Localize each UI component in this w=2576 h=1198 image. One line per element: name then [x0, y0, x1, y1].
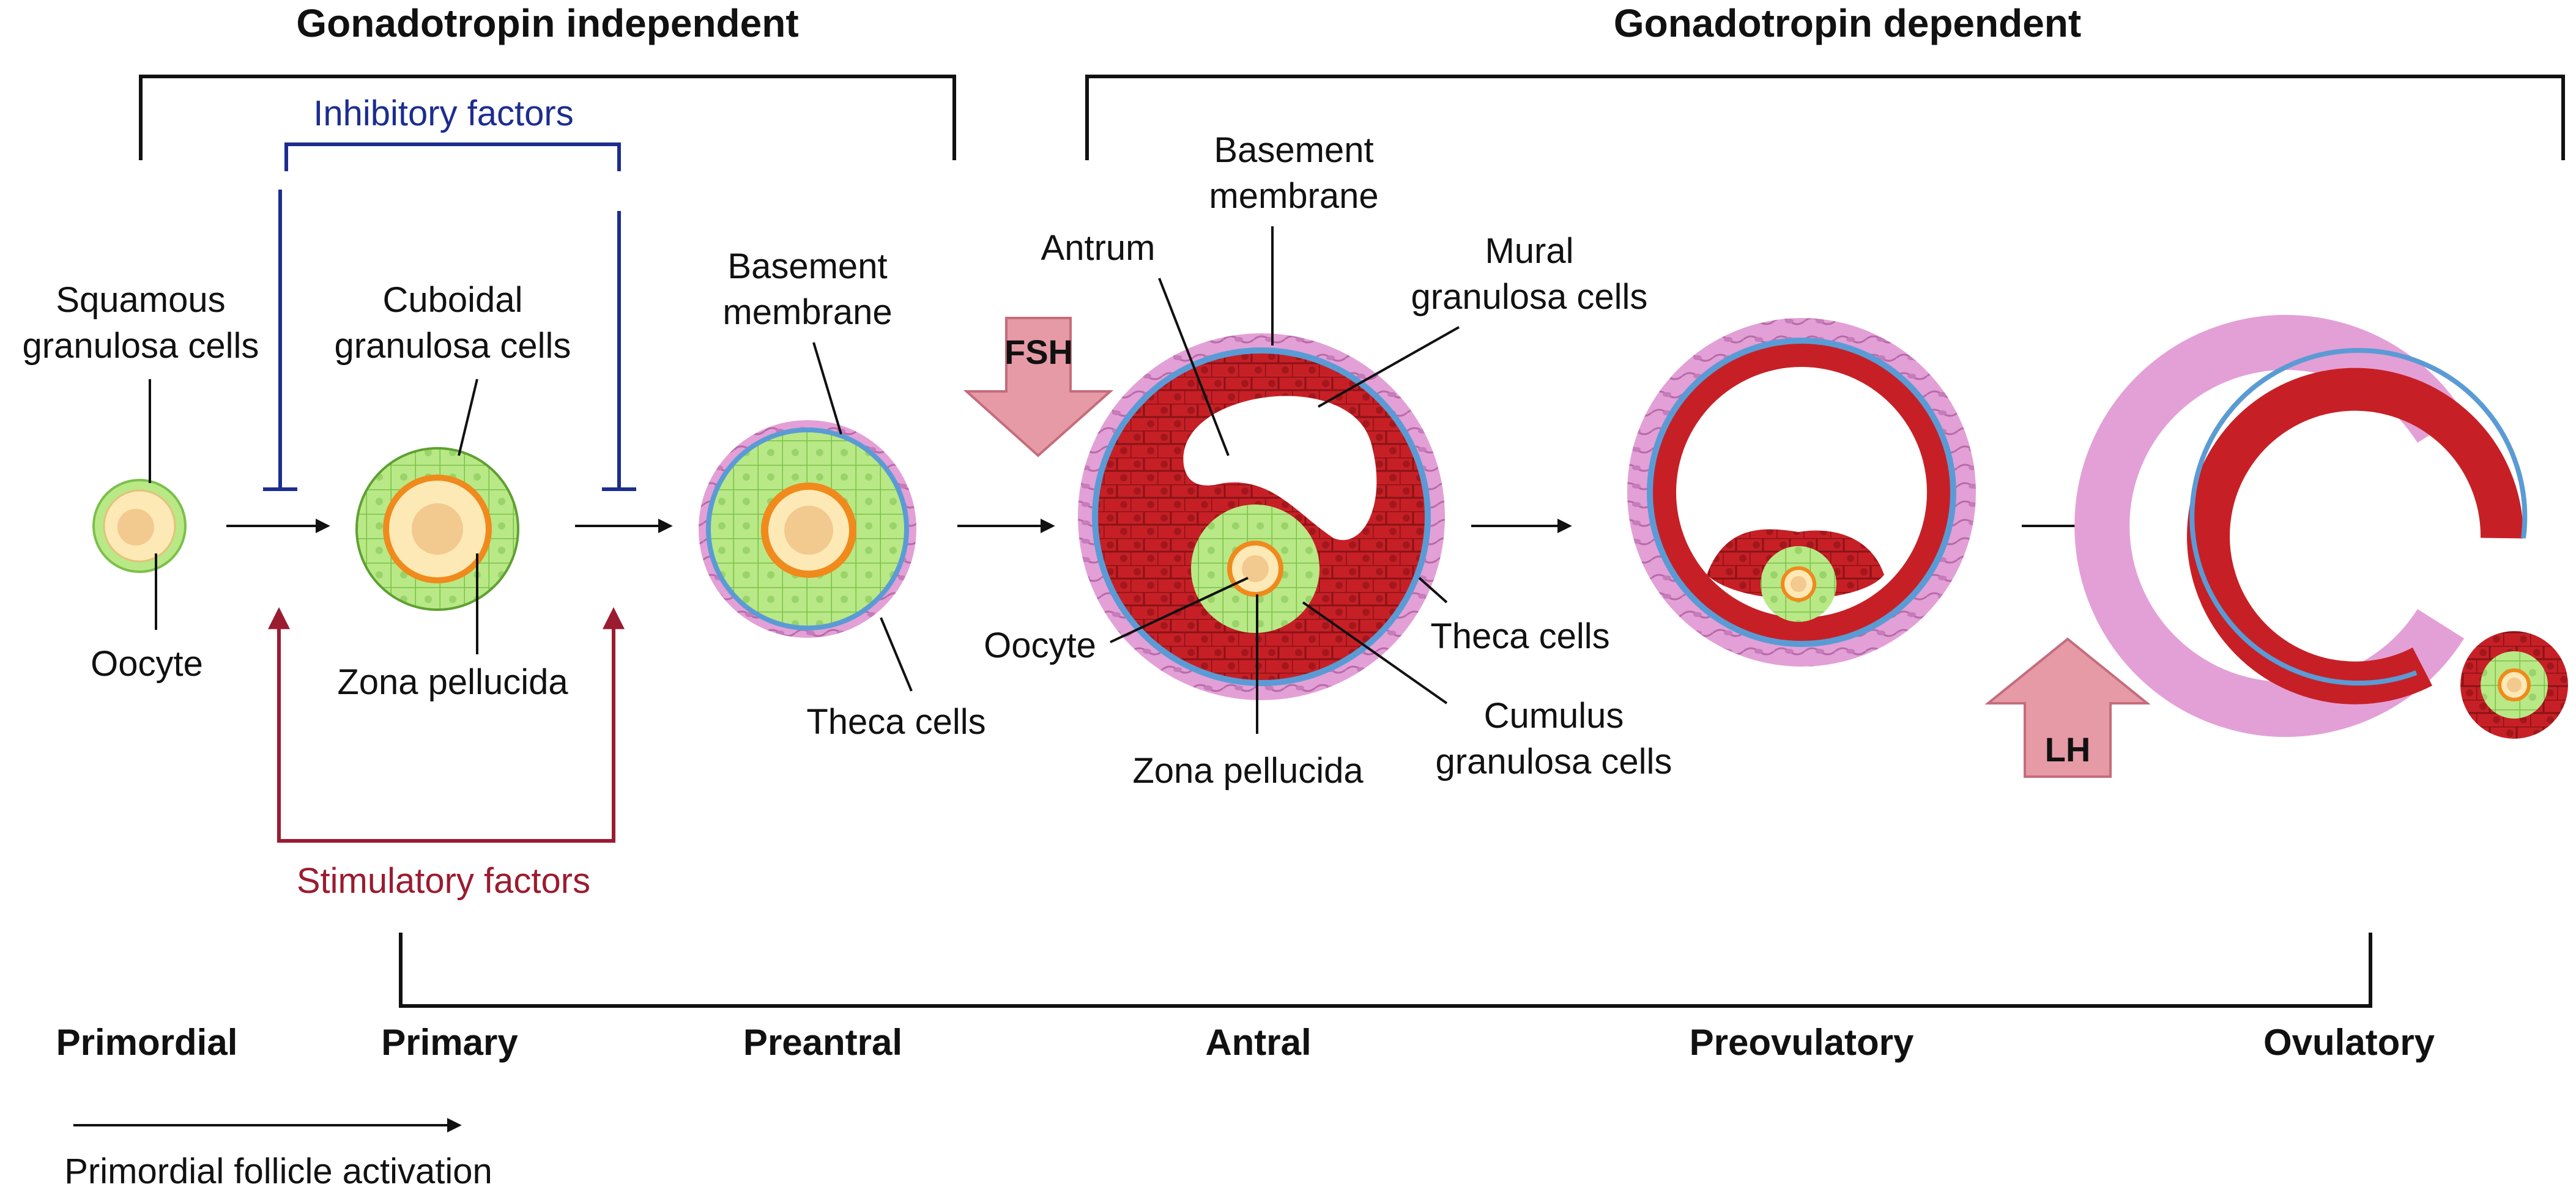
label-basement-preantral-2: membrane: [722, 292, 892, 332]
leader-cuboidal: [458, 379, 478, 456]
leader-basement-preantral: [812, 342, 842, 435]
bracket-bottom: [399, 933, 2372, 1008]
leader-cumulus: [1302, 601, 1448, 704]
antrum-cavity: [1183, 396, 1377, 541]
label-basement-preantral-1: Basement: [727, 246, 887, 286]
antral-follicle: [1078, 333, 1445, 700]
label-oocyte-antral: Oocyte: [984, 626, 1096, 665]
label-squamous-1: Squamous: [56, 280, 225, 320]
ovulatory-basement-membrane: [2189, 348, 2528, 686]
activation-label: Primordial follicle activation: [64, 1152, 492, 1191]
fsh-label: FSH: [1004, 333, 1073, 371]
label-basement-antral-1: Basement: [1214, 130, 1373, 170]
label-squamous-2: granulosa cells: [23, 326, 259, 366]
header-gonadotropin-independent: Gonadotropin independent: [296, 1, 798, 45]
label-oocyte-primordial: Oocyte: [91, 644, 203, 684]
primordial-follicle: [92, 479, 187, 573]
stage-label-preovulatory: Preovulatory: [1690, 1022, 1914, 1063]
label-mural-1: Mural: [1485, 231, 1573, 271]
label-antrum: Antrum: [1041, 228, 1156, 268]
stimulatory-bracket: [277, 813, 615, 843]
leader-theca-preantral: [880, 617, 913, 692]
label-mural-2: granulosa cells: [1411, 277, 1648, 317]
preantral-follicle: [699, 420, 916, 638]
ovulatory-follicle: [2074, 315, 2568, 739]
inhibitory-factors-label: Inhibitory factors: [313, 94, 574, 133]
primary-follicle: [355, 447, 519, 611]
inhibitory-line-right: [602, 211, 636, 491]
label-theca-antral: Theca cells: [1430, 616, 1609, 656]
preovulatory-follicle: [1627, 318, 1976, 667]
label-zona-antral: Zona pellucida: [1132, 751, 1364, 791]
fsh-arrow: FSH: [963, 317, 1114, 457]
lh-arrow: LH: [1984, 637, 2151, 778]
leader-mural: [1318, 326, 1460, 408]
bracket-dependent: [1085, 75, 2565, 160]
label-cuboidal-2: granulosa cells: [335, 326, 571, 366]
stage-label-antral: Antral: [1205, 1022, 1311, 1063]
label-cumulus-2: granulosa cells: [1436, 742, 1672, 782]
label-basement-antral-2: membrane: [1209, 176, 1378, 216]
label-zona-primary: Zona pellucida: [337, 662, 568, 702]
bracket-independent: [139, 75, 956, 160]
label-theca-preantral: Theca cells: [806, 702, 985, 742]
stage-label-primordial: Primordial: [56, 1022, 238, 1063]
leader-antrum: [1158, 278, 1230, 456]
leader-oocyte-antral: [1110, 577, 1249, 643]
stimulatory-factors-label: Stimulatory factors: [297, 861, 590, 901]
header-gonadotropin-dependent: Gonadotropin dependent: [1614, 1, 2081, 45]
leader-theca-antral: [1418, 577, 1448, 604]
lh-label: LH: [2045, 730, 2091, 769]
label-cuboidal-1: Cuboidal: [383, 280, 523, 320]
inhibitory-line-left: [263, 190, 297, 491]
stage-label-primary: Primary: [381, 1022, 518, 1063]
stage-label-ovulatory: Ovulatory: [2263, 1022, 2435, 1063]
ovulatory-theca-ring: [2074, 315, 2465, 737]
inhibitory-bracket: [284, 142, 621, 171]
stage-label-preantral: Preantral: [743, 1022, 902, 1063]
label-cumulus-1: Cumulus: [1484, 696, 1624, 736]
